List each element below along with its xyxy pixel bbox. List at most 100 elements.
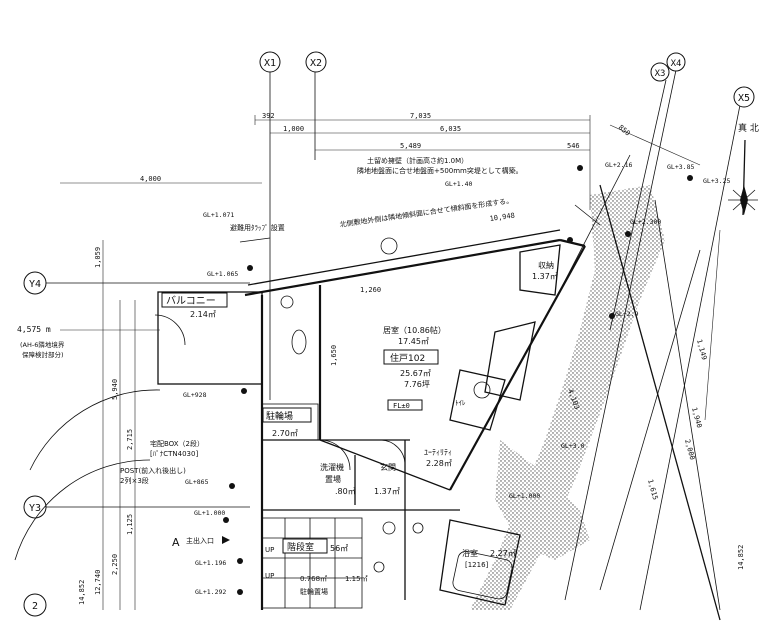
grid-bubble-x4: X4	[666, 52, 686, 72]
svg-text:7.76坪: 7.76坪	[404, 380, 430, 389]
svg-text:[1216]: [1216]	[465, 561, 489, 569]
svg-text:1,650: 1,650	[330, 345, 338, 366]
svg-text:GL+1.065: GL+1.065	[207, 270, 238, 278]
svg-text:Y3: Y3	[29, 503, 41, 514]
svg-text:FL±0: FL±0	[393, 402, 410, 410]
room-utility: ﾕｰﾃｨﾘﾃｨ 2.28㎡	[424, 448, 452, 468]
svg-text:置場: 置場	[325, 474, 341, 484]
svg-text:14,852: 14,852	[78, 580, 86, 605]
svg-text:2.70㎡: 2.70㎡	[272, 429, 298, 438]
svg-text:保障検討部分): 保障検討部分)	[22, 350, 64, 359]
svg-text:392: 392	[262, 112, 275, 120]
svg-text:4,575 m: 4,575 m	[17, 325, 51, 334]
room-balcony: バルコニー 2.14㎡	[161, 292, 228, 319]
svg-text:避難用ﾀﾗｯﾌﾟ 設置: 避難用ﾀﾗｯﾌﾟ 設置	[230, 223, 285, 232]
grid-bubble-y3: Y3	[23, 495, 47, 519]
svg-text:居室（10.86帖）: 居室（10.86帖）	[383, 325, 446, 335]
room-living: 居室（10.86帖） 17.45㎡ 住戸102 25.67㎡ 7.76坪 FL±…	[383, 325, 446, 411]
dimension-10948: 10,948	[489, 212, 515, 223]
svg-text:土留め擁壁（計画高さ約1.0M）: 土留め擁壁（計画高さ約1.0M）	[367, 156, 468, 165]
svg-text:X2: X2	[310, 58, 322, 69]
grid-bubble-x3: X3	[650, 62, 670, 82]
svg-text:2列×3段: 2列×3段	[120, 476, 149, 485]
svg-text:X4: X4	[671, 59, 682, 69]
svg-text:収納: 収納	[538, 260, 554, 270]
svg-text:浴室: 浴室	[462, 548, 478, 558]
site-boundary-lines	[554, 124, 721, 621]
svg-text:ﾄｲﾚ: ﾄｲﾚ	[455, 399, 466, 407]
svg-text:GL+2.9: GL+2.9	[615, 310, 639, 318]
svg-text:X3: X3	[655, 69, 666, 79]
room-bike-parking: 駐輪場 2.70㎡	[262, 407, 312, 438]
north-arrow-icon: 真 北	[728, 122, 759, 216]
building-outline	[154, 204, 601, 610]
svg-text:1,260: 1,260	[360, 286, 381, 294]
grid-bubble-x2: X2	[305, 51, 327, 73]
svg-text:X5: X5	[738, 93, 750, 104]
svg-text:GL+1.000: GL+1.000	[194, 509, 225, 517]
svg-text:1,125: 1,125	[126, 514, 134, 535]
svg-text:12,740: 12,740	[94, 570, 102, 595]
trap-note: 避難用ﾀﾗｯﾌﾟ 設置	[230, 223, 285, 232]
svg-text:隣地地盤面に合せ地盤面+500mm突堤として構築。: 隣地地盤面に合せ地盤面+500mm突堤として構築。	[357, 166, 523, 175]
svg-text:546: 546	[567, 142, 580, 150]
svg-text:.80㎡: .80㎡	[335, 487, 356, 496]
svg-text:GL+2.300: GL+2.300	[630, 218, 661, 226]
svg-text:A: A	[172, 536, 180, 549]
svg-text:UP: UP	[265, 572, 274, 580]
svg-text:14,852: 14,852	[737, 545, 745, 570]
svg-text:駐輪場: 駐輪場	[266, 410, 293, 422]
main-entrance-label: A 主出入口	[172, 536, 230, 549]
svg-text:住戸102: 住戸102	[390, 352, 425, 364]
svg-text:バルコニー: バルコニー	[166, 295, 216, 307]
svg-text:2.14㎡: 2.14㎡	[190, 310, 216, 319]
room-laundry: 洗濯機 置場 .80㎡	[320, 462, 356, 496]
room-bath: 浴室 2.27㎡ [1216]	[462, 548, 516, 569]
svg-text:GL+1.071: GL+1.071	[203, 211, 234, 219]
svg-text:ﾕｰﾃｨﾘﾃｨ: ﾕｰﾃｨﾘﾃｨ	[424, 448, 452, 457]
svg-text:Y4: Y4	[29, 279, 41, 290]
svg-text:(AH-6隣地境界: (AH-6隣地境界	[20, 340, 65, 349]
svg-text:1.15㎡: 1.15㎡	[345, 575, 368, 583]
grid-lines	[45, 68, 741, 611]
room-storage: 収納 1.37㎡	[532, 260, 558, 281]
svg-text:GL+1.292: GL+1.292	[195, 588, 226, 596]
grid-bubble-y2: 2	[23, 593, 47, 617]
svg-text:4,000: 4,000	[140, 175, 161, 183]
svg-text:[ﾊﾟﾅCTN4030]: [ﾊﾟﾅCTN4030]	[150, 450, 198, 458]
level-markers: GL+1.071 GL+1.065 GL+928 GL+865 GL+1.000…	[183, 161, 730, 596]
svg-text:25.67㎡: 25.67㎡	[400, 369, 431, 378]
svg-text:17.45㎡: 17.45㎡	[398, 337, 429, 346]
svg-text:UP: UP	[265, 546, 274, 554]
svg-text:主出入口: 主出入口	[186, 536, 214, 545]
grid-bubble-y4: Y4	[23, 271, 47, 295]
svg-text:GL+1.196: GL+1.196	[195, 559, 226, 567]
room-toilet: ﾄｲﾚ	[455, 399, 466, 407]
svg-text:GL+3.25: GL+3.25	[703, 177, 730, 185]
svg-text:X1: X1	[264, 58, 276, 69]
svg-text:0.768㎡: 0.768㎡	[300, 575, 327, 583]
svg-text:1.37㎡: 1.37㎡	[532, 272, 558, 281]
left-dimensions: 1,059 5,940 2,715 1,125 2,250 12,740 14,…	[14, 240, 161, 610]
svg-text:1,059: 1,059	[94, 247, 102, 268]
grid-bubble-x1: X1	[259, 51, 281, 73]
svg-text:POST(前入れ後出し): POST(前入れ後出し)	[120, 466, 186, 475]
svg-text:玄関: 玄関	[380, 462, 396, 472]
svg-text:宅配BOX（2段）: 宅配BOX（2段）	[150, 439, 204, 448]
fixture-markers	[223, 165, 693, 595]
svg-text:2,250: 2,250	[111, 554, 119, 575]
svg-text:1.37㎡: 1.37㎡	[374, 487, 400, 496]
svg-text:2: 2	[32, 601, 38, 612]
svg-text:1,000: 1,000	[283, 125, 304, 133]
svg-text:56㎡: 56㎡	[330, 544, 348, 553]
room-stair: 階段室 56㎡ UP UP 0.768㎡ 1.15㎡ 駐輪置場	[265, 538, 368, 596]
svg-text:GL+1.40: GL+1.40	[445, 180, 472, 188]
svg-text:階段室: 階段室	[287, 541, 314, 553]
room-entrance: 玄関 1.37㎡	[374, 462, 400, 496]
svg-text:洗濯機: 洗濯機	[320, 462, 344, 472]
svg-text:6,035: 6,035	[440, 125, 461, 133]
svg-text:7,035: 7,035	[410, 112, 431, 120]
svg-text:GL+3.85: GL+3.85	[667, 163, 694, 171]
svg-text:2.28㎡: 2.28㎡	[426, 459, 452, 468]
